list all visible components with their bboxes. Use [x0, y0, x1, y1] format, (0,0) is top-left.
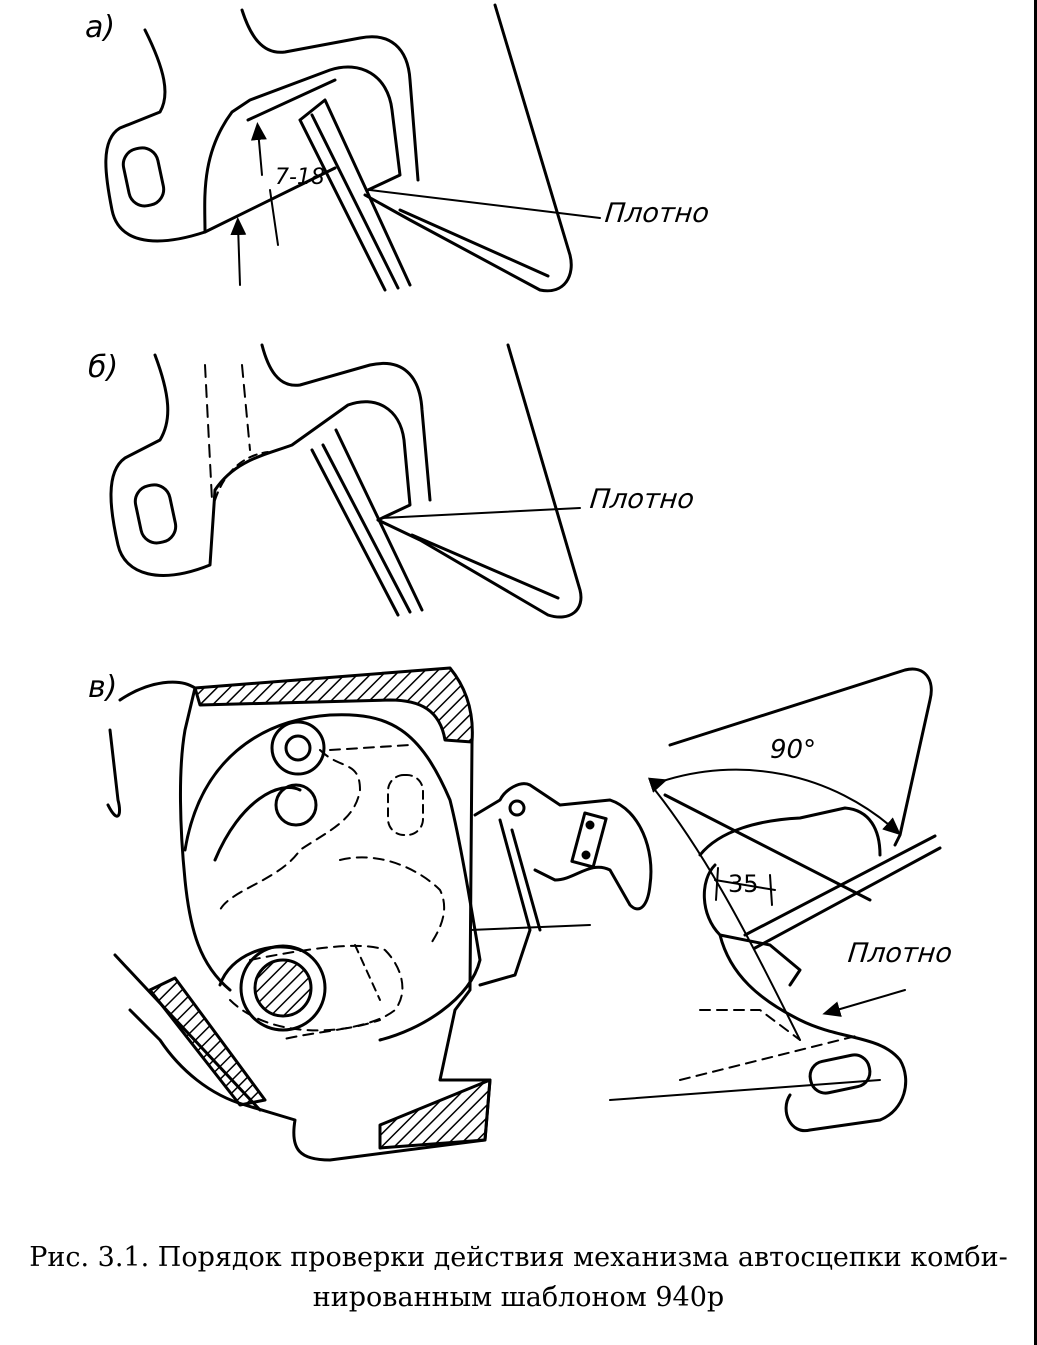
panel-v-template-slot	[808, 1053, 872, 1095]
panel-v-template-outline	[663, 667, 933, 902]
panel-a-coupler-body	[104, 28, 402, 243]
panel-v-top-hatch	[193, 666, 474, 744]
panel-v-template	[609, 667, 942, 1133]
right-border	[1034, 0, 1037, 1345]
panel-a-note: Плотно	[603, 198, 711, 229]
panel-v-left-hatch	[148, 976, 267, 1107]
panel-b-coupler-body	[109, 353, 412, 577]
panel-b-label: б)	[88, 350, 119, 385]
caption-line-2: нированным шаблоном 940р	[312, 1282, 725, 1313]
panel-a-dimension: 7-18	[275, 165, 325, 190]
panel-b-slot	[133, 483, 178, 545]
panel-v-angle: 90°	[770, 735, 817, 765]
panel-v-mechanism	[106, 666, 492, 1162]
panel-a-label: а)	[85, 10, 116, 45]
panel-a-slot	[121, 146, 166, 208]
figure-caption: Рис. 3.1. Порядок проверки действия меха…	[0, 1238, 1037, 1318]
panel-b-note: Плотно	[588, 484, 696, 515]
panel-v-dimension: 35	[728, 870, 759, 898]
panel-b-drawing	[109, 343, 583, 619]
panel-a-drawing	[104, 3, 601, 293]
panel-v-label: в)	[88, 670, 118, 705]
panel-v-bottom-hatch	[378, 1078, 492, 1150]
caption-line-1: Рис. 3.1. Порядок проверки действия меха…	[29, 1242, 1008, 1273]
panel-v-link	[469, 782, 653, 987]
panel-v-roller-top	[270, 720, 326, 776]
panel-v-pin-hatched	[253, 958, 313, 1018]
panel-v-note: Плотно	[846, 938, 954, 969]
